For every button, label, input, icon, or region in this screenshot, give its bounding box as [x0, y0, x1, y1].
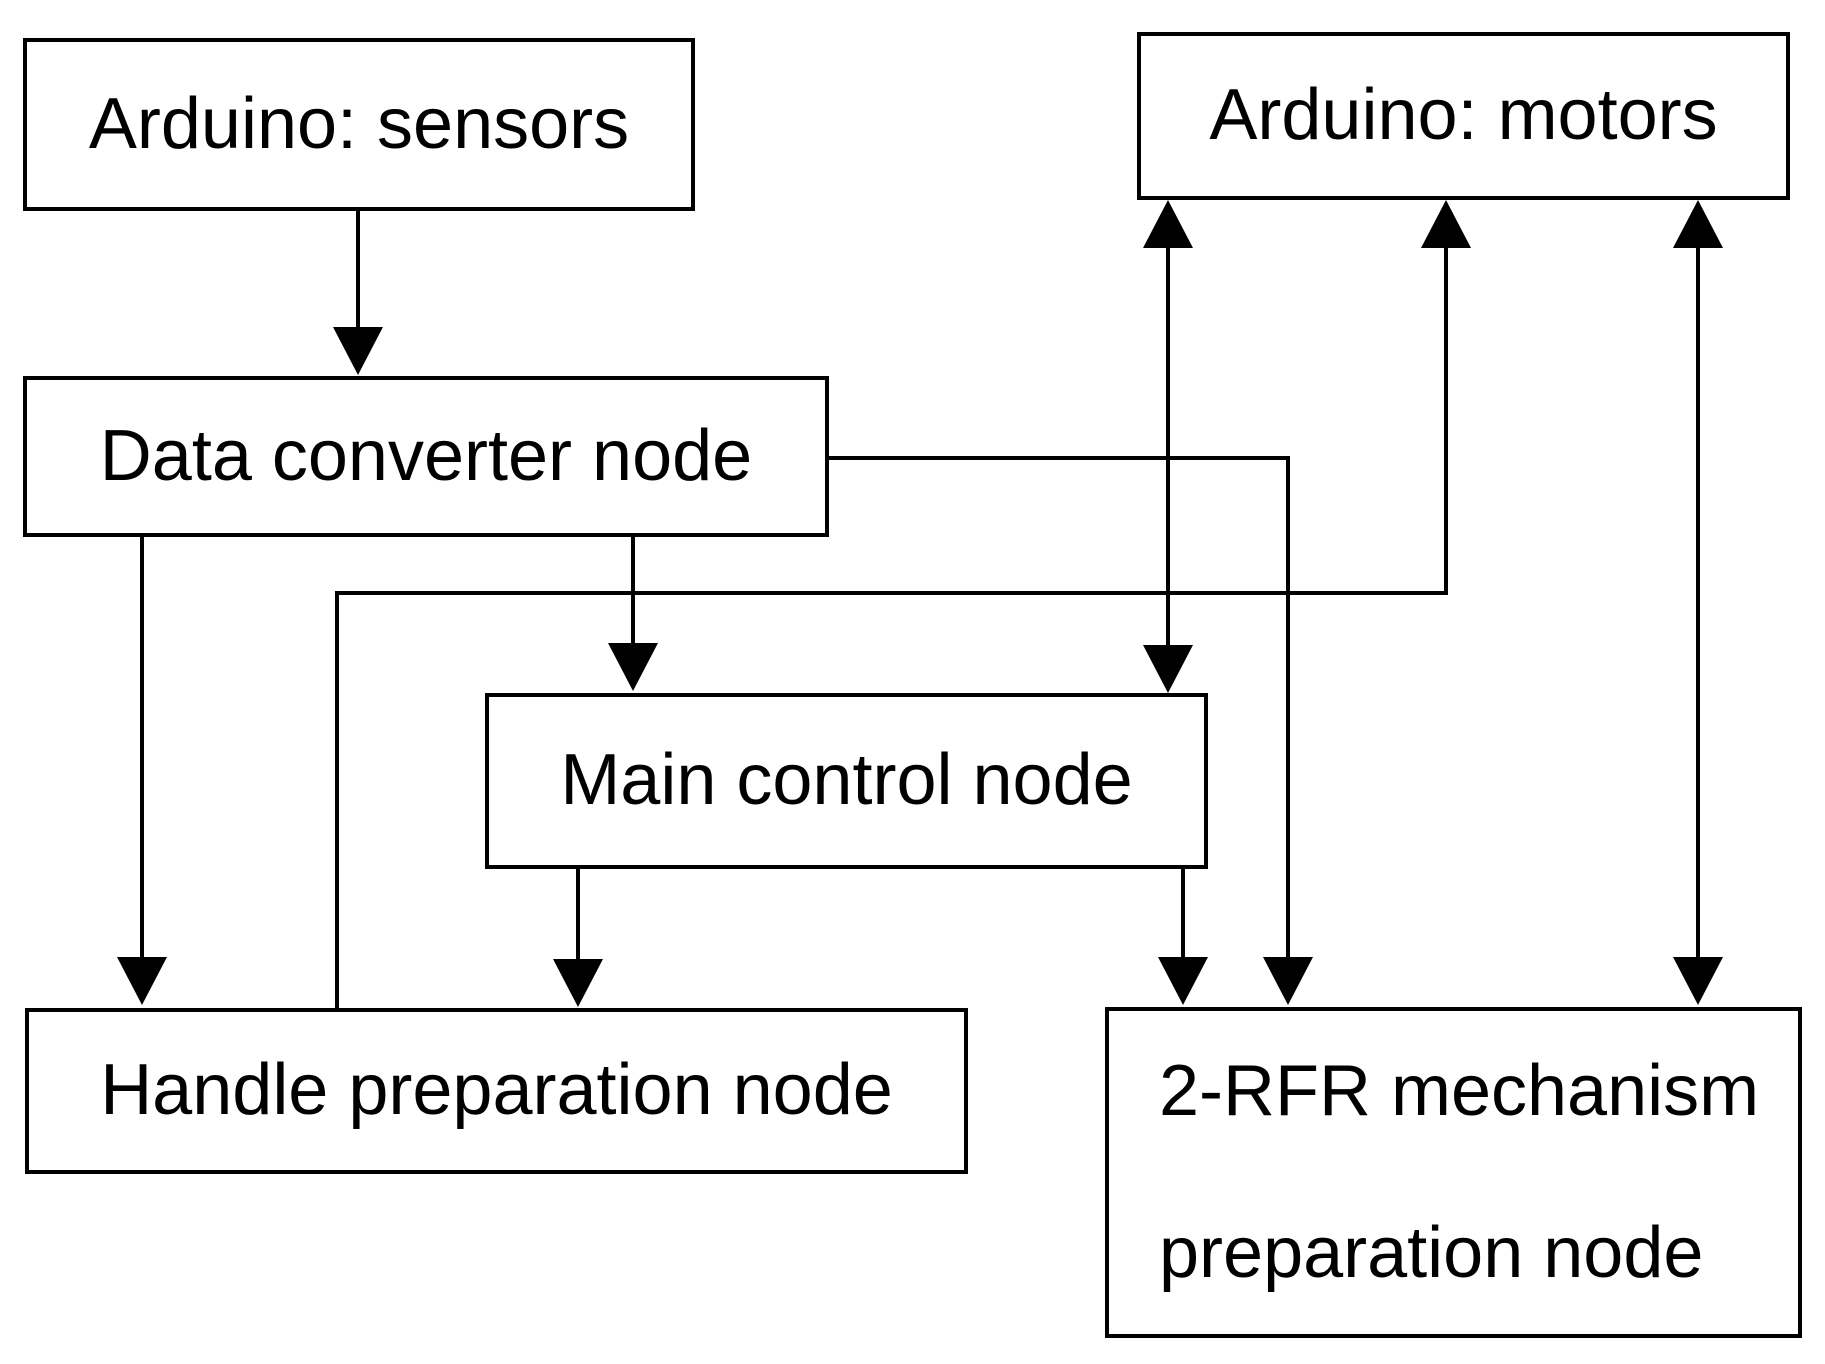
edge-rfr-motors-line: [1696, 246, 1700, 959]
node-main-control: Main control node: [485, 693, 1208, 869]
edge-sensors-to-converter-arrowhead-icon: [333, 327, 383, 375]
edge-converter-to-control-arrowhead-icon: [608, 643, 658, 691]
node-data-converter-label: Data converter node: [99, 415, 753, 496]
edge-control-motors-up-arrowhead-icon: [1143, 200, 1193, 248]
node-arduino-sensors-label: Arduino: sensors: [88, 83, 630, 164]
edge-rfr-motors-up-arrowhead-icon: [1673, 200, 1723, 248]
node-handle-preparation-label: Handle preparation node: [100, 1050, 893, 1131]
edge-control-to-handle-arrowhead-icon: [553, 959, 603, 1007]
edge-control-motors-down-arrowhead-icon: [1143, 645, 1193, 693]
node-rfr-mechanism: 2-RFR mechanism preparation node: [1105, 1007, 1802, 1338]
node-rfr-mechanism-label-line1: 2-RFR mechanism: [1159, 1051, 1760, 1132]
edge-handle-to-motors-hline: [335, 591, 1448, 595]
node-rfr-mechanism-label-line2: preparation node: [1159, 1212, 1704, 1293]
edge-sensors-to-converter-line: [356, 211, 360, 329]
edge-converter-to-rfr-vline: [1286, 456, 1290, 959]
edge-handle-to-motors-vline-end: [1444, 246, 1448, 595]
node-main-control-label: Main control node: [560, 740, 1133, 821]
edge-converter-to-rfr-arrowhead-icon: [1263, 957, 1313, 1005]
node-arduino-sensors: Arduino: sensors: [23, 38, 695, 211]
node-arduino-motors: Arduino: motors: [1137, 32, 1790, 200]
edge-handle-to-motors-arrowhead-icon: [1421, 200, 1471, 248]
edge-handle-to-motors-vline-start: [335, 593, 339, 1008]
edge-control-motors-line: [1166, 246, 1170, 647]
node-data-converter: Data converter node: [23, 376, 829, 537]
edge-control-to-handle-line: [576, 869, 580, 961]
edge-control-to-rfr-line: [1181, 869, 1185, 959]
edge-control-to-rfr-arrowhead-icon: [1158, 957, 1208, 1005]
edge-converter-to-handle-arrowhead-icon: [117, 957, 167, 1005]
edge-converter-to-rfr-hline: [829, 456, 1290, 460]
node-arduino-motors-label: Arduino: motors: [1209, 75, 1718, 156]
edge-rfr-motors-down-arrowhead-icon: [1673, 957, 1723, 1005]
node-handle-preparation: Handle preparation node: [25, 1008, 968, 1174]
edge-converter-to-handle-line: [140, 537, 144, 959]
